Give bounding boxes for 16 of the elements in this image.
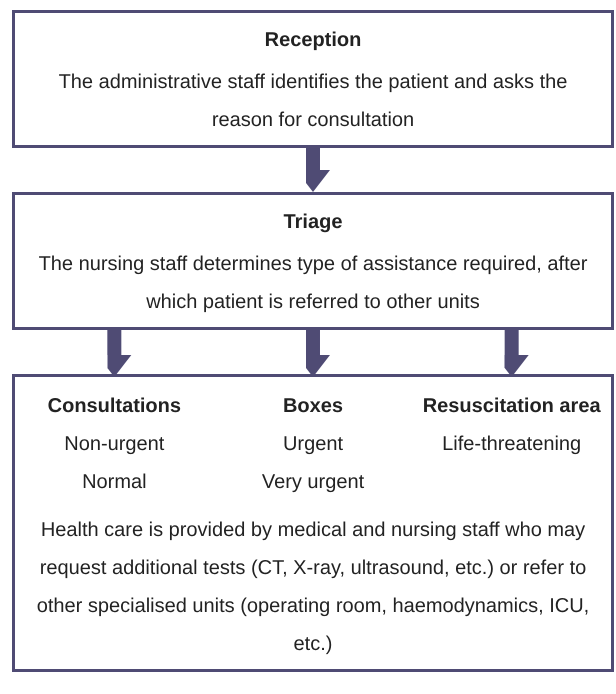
box-description: Health care is provided by medical and nursing staff who may request additional tests (CT, X-ray, ultrasound, etc.) or refer to other specialised units (operating room, haemodynamics, ICU, etc.) (36, 518, 590, 657)
box-description: The administrative staff identifies the patient and asks the reason for consultation (58, 70, 568, 133)
priority-level: Urgent (282, 432, 343, 457)
process-box (12, 192, 614, 330)
priority-level: Very urgent (262, 470, 364, 495)
unit-heading: Resuscitation area (422, 394, 601, 419)
unit-heading: Boxes (282, 394, 343, 419)
priority-level: Non-urgent (64, 432, 164, 457)
box-heading: Reception (264, 28, 362, 53)
priority-level: Normal (82, 470, 147, 495)
process-box (12, 374, 614, 672)
unit-heading: Consultations (48, 394, 181, 419)
box-heading: Triage (282, 210, 344, 235)
process-box (12, 10, 614, 148)
box-description: The nursing staff determines type of assistance required, after which patient is referred to other units (38, 252, 588, 315)
priority-level: Life-threatening (442, 432, 582, 457)
